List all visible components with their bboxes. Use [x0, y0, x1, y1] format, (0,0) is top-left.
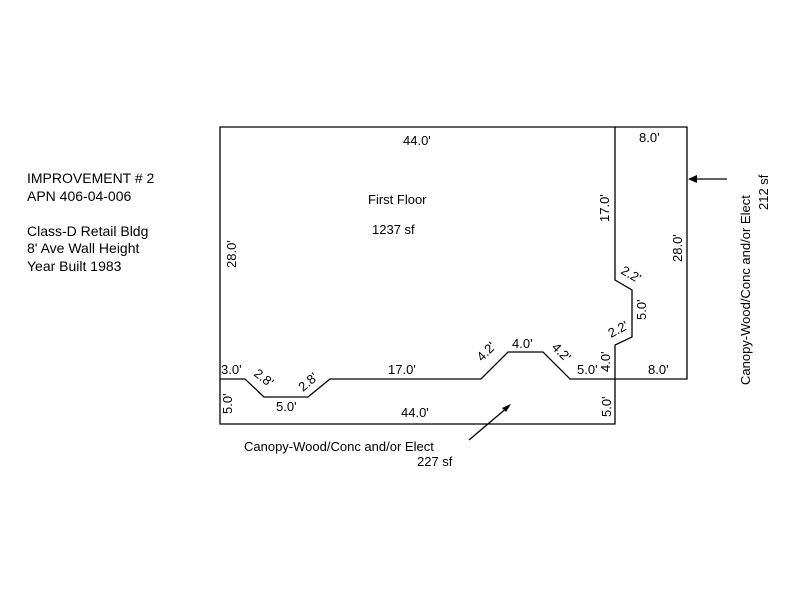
first-floor-label: First Floor — [368, 192, 427, 207]
improvement-info-block: IMPROVEMENT # 2 APN 406-04-006 Class-D R… — [27, 170, 154, 275]
dim-front-right-segment: 5.0' — [577, 362, 598, 377]
dim-inner-right-wall: 17.0' — [597, 194, 612, 222]
dim-top-width: 44.0' — [403, 133, 431, 148]
right-canopy-label: Canopy-Wood/Conc and/or Elect — [738, 195, 753, 385]
dim-lower-jog: 2.2' — [605, 318, 630, 341]
improvement-number: IMPROVEMENT # 2 — [27, 170, 155, 186]
wall-height: 8' Ave Wall Height — [27, 240, 140, 256]
bottom-canopy-arrowhead-icon — [502, 404, 511, 412]
bottom-canopy-area: 227 sf — [417, 454, 453, 469]
dim-bump-top: 4.0' — [512, 336, 533, 351]
dim-notch-bottom: 5.0' — [276, 399, 297, 414]
dim-right-canopy-top: 8.0' — [639, 130, 660, 145]
dim-front-left-segment: 3.0' — [221, 362, 242, 377]
building-class: Class-D Retail Bldg — [27, 222, 149, 239]
dim-notch-left-diagonal: 2.8' — [251, 366, 276, 390]
dim-notch-right-diagonal: 2.8' — [295, 370, 320, 395]
bottom-canopy-leader-line — [468, 406, 509, 441]
dim-lower-right-wall: 4.0' — [598, 351, 613, 372]
first-floor-area: 1237 sf — [372, 222, 415, 237]
first-floor-outline — [219, 126, 633, 398]
bottom-canopy-outline — [219, 379, 616, 425]
dim-front-center-segment: 17.0' — [388, 362, 416, 377]
dim-canopy-left-depth: 5.0' — [220, 393, 235, 414]
dim-upper-jog: 2.2' — [619, 263, 644, 286]
bottom-canopy-label: Canopy-Wood/Conc and/or Elect — [244, 439, 434, 454]
dim-right-canopy-depth: 28.0' — [670, 234, 685, 262]
year-built: Year Built 1983 — [27, 257, 122, 274]
right-canopy-outline — [615, 126, 688, 380]
right-canopy-area: 212 sf — [756, 174, 771, 210]
right-canopy-arrowhead-icon — [688, 175, 697, 183]
dim-canopy-bottom-width: 44.0' — [401, 405, 429, 420]
dim-jog-wall: 5.0' — [634, 299, 649, 320]
dim-bump-left-diagonal: 4.2' — [474, 339, 499, 364]
dim-right-canopy-bottom: 8.0' — [648, 362, 669, 377]
dim-left-depth: 28.0' — [224, 240, 239, 268]
apn-number: APN 406-04-006 — [27, 187, 132, 204]
dim-canopy-right-depth: 5.0' — [599, 396, 614, 417]
